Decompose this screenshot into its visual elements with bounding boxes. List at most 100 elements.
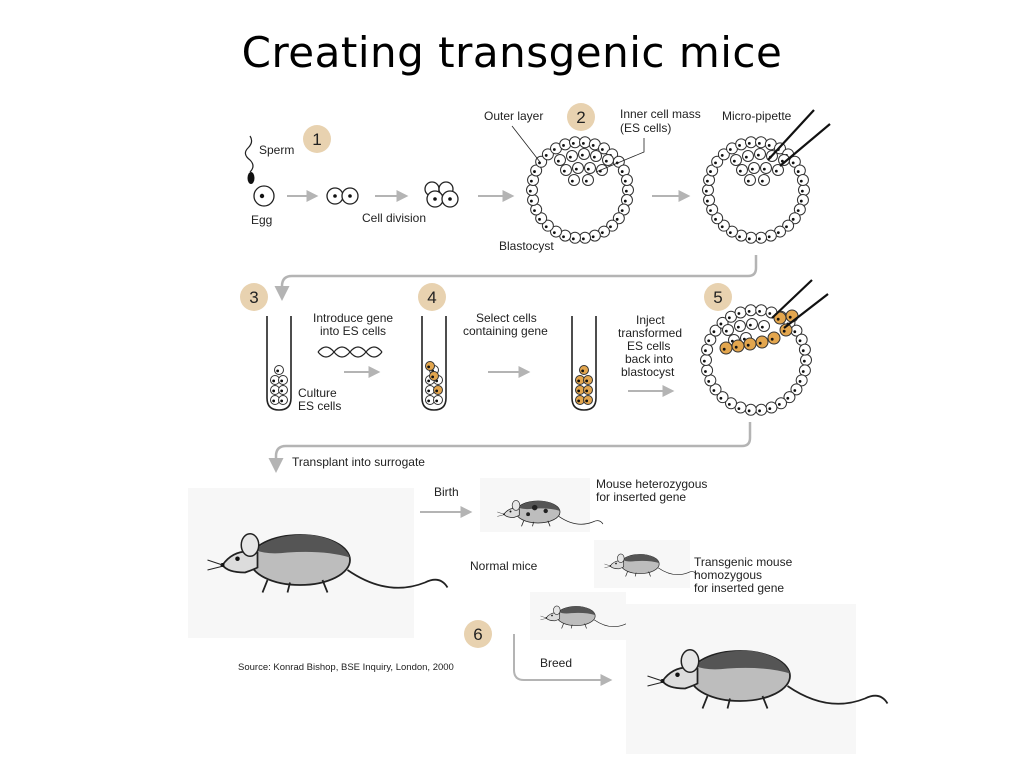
label-containing-gene: containing gene: [463, 324, 548, 338]
outer-layer-cell-nucleus: [601, 231, 604, 234]
step-2-number: 2: [576, 108, 585, 127]
es-cell-nucleus: [435, 400, 438, 403]
outer-layer-cell-nucleus: [624, 200, 627, 203]
leader-outer-layer: [512, 126, 540, 162]
outer-layer-cell-nucleus: [748, 409, 751, 412]
test-tube-3: [572, 316, 596, 410]
outer-layer-cell-nucleus: [768, 144, 771, 147]
step-4-number: 4: [427, 288, 436, 307]
transformed-es-cell-nucleus: [789, 316, 792, 319]
outer-layer-cell-nucleus: [709, 170, 712, 173]
source-citation: Source: Konrad Bishop, BSE Inquiry, Lond…: [238, 662, 454, 673]
es-cell-nucleus: [272, 380, 275, 383]
outer-layer-cell-nucleus: [719, 397, 722, 400]
outer-layer-cell-nucleus: [706, 180, 709, 183]
outer-layer-cell: [621, 175, 632, 186]
blastocyst-injected: [701, 305, 812, 415]
inner-mass-cell-nucleus: [725, 330, 728, 333]
selected-es-cell: [584, 396, 593, 405]
sperm-head: [248, 172, 255, 184]
outer-layer-cell-nucleus: [616, 218, 619, 221]
step-3-number: 3: [249, 288, 258, 307]
outer-layer-cell-nucleus: [792, 218, 795, 221]
outer-layer-cell: [528, 194, 539, 205]
outer-layer-cell: [756, 137, 767, 148]
label-inject-es-cells: ES cells: [627, 339, 670, 353]
outer-layer-cell-nucleus: [802, 370, 805, 373]
outer-layer-cell-nucleus: [721, 154, 724, 157]
outer-layer-cell-nucleus: [786, 397, 789, 400]
selected-es-cell: [584, 386, 593, 395]
dna-wave-b: [318, 347, 382, 357]
outer-layer-cell-nucleus: [768, 312, 771, 315]
inner-mass-cell: [773, 165, 784, 176]
outer-layer-cell: [796, 334, 807, 345]
es-cell-nucleus: [427, 380, 430, 383]
label-homozygous-gene: for inserted gene: [694, 581, 784, 595]
outer-layer-cell-nucleus: [592, 235, 595, 238]
outer-layer-cell: [745, 404, 756, 415]
selected-es-cell-nucleus: [585, 400, 588, 403]
inner-mass-cell-nucleus: [569, 156, 572, 159]
outer-layer-cell-nucleus: [793, 389, 796, 392]
connector-row1-row2: [282, 255, 756, 298]
outer-layer-cell-nucleus: [768, 407, 771, 410]
outer-layer-cell-nucleus: [738, 235, 741, 238]
outer-layer-cell: [569, 137, 580, 148]
test-tube-1: [267, 316, 291, 410]
transformed-es-cell: [720, 342, 732, 354]
outer-layer-cell-nucleus: [706, 200, 709, 203]
outer-layer-cell-nucleus: [582, 142, 585, 145]
inner-mass-cell-nucleus: [775, 170, 778, 173]
outer-layer-cell-nucleus: [777, 231, 780, 234]
inner-mass-cell-nucleus: [563, 170, 566, 173]
inner-mass-cell-nucleus: [587, 168, 590, 171]
outer-layer-cell-nucleus: [728, 316, 731, 319]
inner-mass-cell-nucleus: [571, 180, 574, 183]
outer-layer-cell-nucleus: [538, 218, 541, 221]
es-cell: [275, 366, 284, 375]
label-sperm: Sperm: [259, 143, 294, 157]
label-egg: Egg: [251, 213, 272, 227]
inner-mass-cell-nucleus: [761, 326, 764, 329]
outer-layer-cell: [745, 232, 756, 243]
es-cell-nucleus: [280, 380, 283, 383]
outer-layer-cell-nucleus: [793, 330, 796, 333]
label-homozygous: homozygous: [694, 568, 762, 582]
outer-layer-cell-nucleus: [545, 154, 548, 157]
label-culture: Culture: [298, 386, 337, 400]
outer-layer-cell-nucleus: [714, 218, 717, 221]
outer-layer-cell-nucleus: [712, 330, 715, 333]
outer-layer-cell-nucleus: [719, 323, 722, 326]
step-5-number: 5: [713, 288, 722, 307]
outer-layer-cell-nucleus: [530, 180, 533, 183]
outer-layer-cell-nucleus: [704, 370, 707, 373]
outer-layer-cell-nucleus: [748, 142, 751, 145]
inner-mass-cell: [743, 151, 754, 162]
selected-es-cell-nucleus: [585, 380, 588, 383]
inner-mass-cell-nucleus: [585, 180, 588, 183]
selected-es-cell-nucleus: [577, 390, 580, 393]
transformed-es-cell-nucleus: [777, 318, 780, 321]
outer-layer-cell: [745, 305, 756, 316]
outer-layer-cell: [702, 365, 713, 376]
outer-layer-cell-nucleus: [621, 170, 624, 173]
outer-layer-cell-nucleus: [572, 142, 575, 145]
step-1-number: 1: [312, 130, 321, 149]
tube-1-es-cells: [271, 366, 288, 405]
outer-layer-cell-nucleus: [799, 339, 802, 342]
inner-mass-cell: [561, 165, 572, 176]
selected-es-cell: [580, 366, 589, 375]
outer-layer-cell: [560, 139, 571, 150]
label-select-cells: Select cells: [476, 311, 537, 325]
inner-mass-cell-nucleus: [575, 168, 578, 171]
egg-nucleus: [260, 194, 264, 198]
es-cell-nucleus: [272, 390, 275, 393]
label-heterozygous-gene: for inserted gene: [596, 490, 686, 504]
outer-layer-cell-nucleus: [785, 225, 788, 228]
label-inject: Inject: [636, 313, 665, 327]
inner-mass-cell: [585, 163, 596, 174]
outer-layer-cell: [801, 355, 812, 366]
outer-layer-cell: [623, 185, 634, 196]
